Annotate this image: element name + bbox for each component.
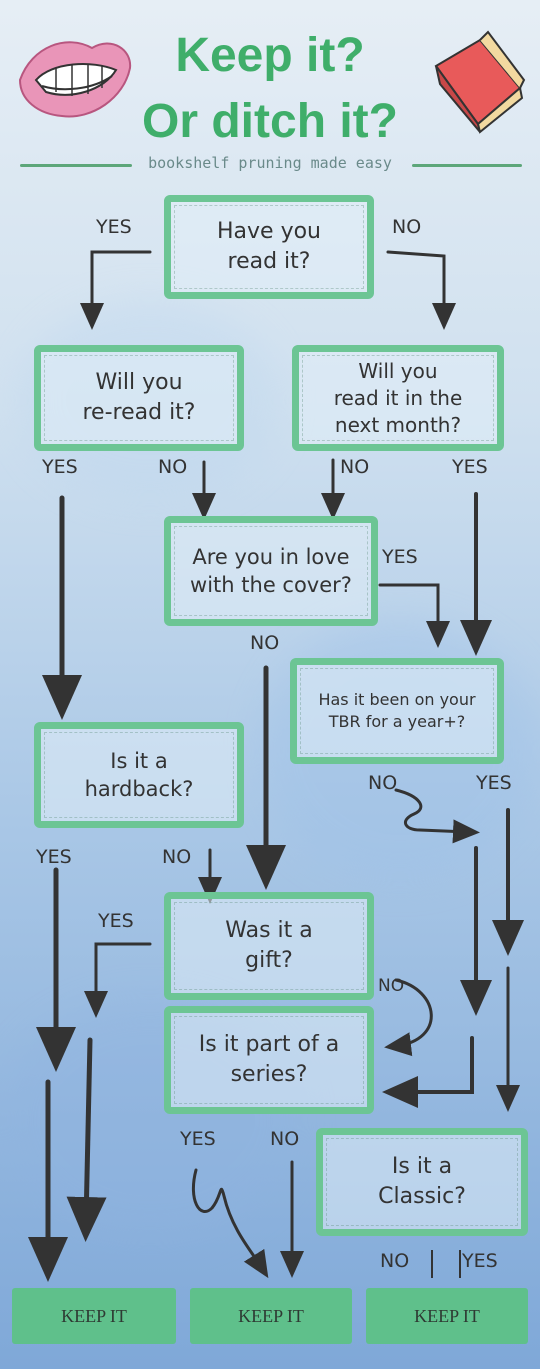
label-classic-yes: YES bbox=[462, 1250, 498, 1272]
label-reread-no: NO bbox=[158, 456, 188, 478]
divider-right bbox=[412, 164, 522, 167]
red-book-icon bbox=[434, 30, 526, 134]
label-series-no: NO bbox=[270, 1128, 300, 1150]
outcome-keep-it-2: KEEP IT bbox=[190, 1288, 352, 1344]
subtitle: bookshelf pruning made easy bbox=[148, 154, 392, 172]
divider-left bbox=[20, 164, 132, 167]
label-cover-yes: YES bbox=[382, 546, 418, 568]
arrow-series-yes bbox=[191, 1168, 269, 1279]
outcome-keep-it-3: KEEP IT bbox=[366, 1288, 528, 1344]
classic-divider-ticks bbox=[431, 1250, 461, 1278]
label-next-no: NO bbox=[340, 456, 370, 478]
label-reread-yes: YES bbox=[42, 456, 78, 478]
title-line-1: Keep it? bbox=[175, 29, 365, 82]
label-gift-no: NO bbox=[378, 976, 405, 996]
arrow-cover-yes bbox=[378, 583, 450, 648]
label-tbr-yes: YES bbox=[476, 772, 512, 794]
label-series-yes: YES bbox=[180, 1128, 216, 1150]
outcome-keep-it-1: KEEP IT bbox=[12, 1288, 176, 1344]
label-gift-yes: YES bbox=[98, 910, 134, 932]
label-next-yes: YES bbox=[452, 456, 488, 478]
label-read-yes: YES bbox=[96, 216, 132, 238]
label-hard-yes: YES bbox=[36, 846, 72, 868]
label-tbr-no: NO bbox=[368, 772, 398, 794]
arrow-to-keep-1b bbox=[66, 1037, 107, 1242]
arrow-right-into-series bbox=[382, 1036, 474, 1108]
arrow-read-yes bbox=[80, 250, 152, 330]
arrow-gift-no bbox=[384, 978, 433, 1057]
label-read-no: NO bbox=[392, 216, 422, 238]
arrow-gift-yes bbox=[84, 942, 152, 1018]
label-classic-no: NO bbox=[380, 1250, 410, 1272]
lips-biting-icon bbox=[18, 41, 132, 118]
label-hard-no: NO bbox=[162, 846, 192, 868]
label-cover-no: NO bbox=[250, 632, 280, 654]
arrow-tbr-no bbox=[394, 788, 480, 844]
title-line-2: Or ditch it? bbox=[142, 95, 398, 148]
arrow-read-no bbox=[386, 250, 456, 330]
